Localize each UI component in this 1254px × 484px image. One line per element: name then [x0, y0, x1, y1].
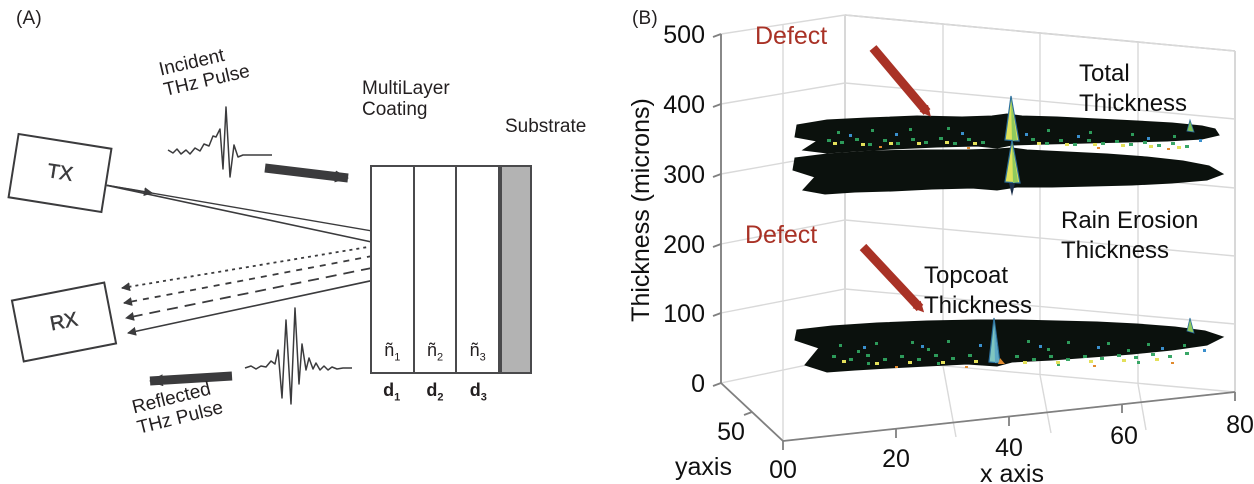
surface-total-thickness	[794, 95, 1220, 154]
rain-erosion-line1: Rain Erosion	[1061, 207, 1198, 234]
refractive-index-3: ñ3	[469, 340, 486, 364]
z-axis-title: Thickness (microns)	[627, 98, 655, 322]
z-tick-200: 200	[663, 231, 705, 259]
surface-topcoat-thickness	[794, 317, 1225, 373]
receiver-box: RX	[10, 281, 118, 363]
z-tick-100: 100	[663, 300, 705, 328]
transmitter-box: TX	[7, 132, 113, 214]
layer-thickness-labels: d1 d2 d3	[370, 380, 500, 404]
panel-b-letter: (B)	[632, 8, 658, 29]
z-axis: 500 400 300 200 100 0 Thickness (microns…	[627, 21, 722, 398]
substrate-block	[500, 165, 532, 374]
topcoat-line2: Thickness	[924, 292, 1032, 319]
defect-label-bottom: Defect	[745, 221, 817, 249]
receiver-label: RX	[48, 308, 80, 335]
x-axis-title: x axis	[980, 460, 1044, 484]
topcoat-line1: Topcoat	[924, 262, 1008, 289]
reflected-waveform	[244, 307, 352, 405]
total-thickness-line1: Total	[1079, 60, 1130, 87]
coating-layer-1: ñ1	[372, 167, 415, 372]
z-tick-0: 0	[691, 370, 705, 398]
coating-layer-3: ñ3	[457, 167, 498, 372]
defect-label-top: Defect	[755, 22, 827, 50]
y-axis-title: yaxis	[675, 453, 732, 481]
surface-label-rain-erosion-thickness: Rain Erosion Thickness	[1061, 207, 1198, 264]
x-tick-20: 20	[882, 445, 910, 473]
x-tick-60: 60	[1110, 422, 1138, 450]
incident-block-arrow	[264, 163, 349, 183]
refractive-index-1: ñ1	[384, 340, 401, 364]
defect-annotation-bottom: Defect	[745, 221, 925, 313]
thickness-label-1: d1	[383, 380, 401, 404]
z-tick-300: 300	[663, 161, 705, 189]
thickness-3d-plot: 500 400 300 200 100 0 Thickness (microns…	[627, 14, 1254, 484]
refractive-index-2: ñ2	[426, 340, 444, 364]
panel-a-vector-layer	[104, 106, 501, 405]
multilayer-coating-label-line1: MultiLayer	[362, 78, 450, 99]
rain-erosion-line2: Thickness	[1061, 237, 1169, 264]
total-thickness-line2: Thickness	[1079, 90, 1187, 117]
panel-b-surface-plot: (B)	[627, 0, 1254, 484]
incident-waveform	[167, 106, 272, 178]
multilayer-coating-label: MultiLayer Coating	[362, 78, 450, 121]
reflected-block-arrow	[149, 371, 233, 387]
z-tick-400: 400	[663, 91, 705, 119]
x-tick-0: 00	[769, 456, 797, 484]
panel-a-letter: (A)	[16, 8, 42, 29]
y-axis: 50 yaxis	[675, 411, 753, 481]
defect-annotation-top: Defect	[755, 22, 931, 117]
substrate-label: Substrate	[505, 116, 587, 137]
thickness-label-2: d2	[426, 380, 444, 404]
surface-rain-erosion-thickness	[792, 139, 1225, 196]
coating-layer-stack: ñ1 ñ2 ñ3	[370, 165, 500, 374]
transmitter-label: TX	[45, 159, 75, 186]
x-tick-80: 80	[1226, 411, 1254, 439]
panel-a-schematic: (A)	[7, 8, 587, 439]
incident-pulse-label: Incident THz Pulse	[157, 40, 252, 101]
incident-ray	[104, 184, 382, 245]
x-axis: 00 20 40 60 80 x axis	[769, 392, 1254, 484]
surface-label-total-thickness: Total Thickness	[1079, 60, 1187, 117]
coating-layer-2: ñ2	[415, 167, 458, 372]
multilayer-coating-label-line2: Coating	[362, 99, 428, 121]
y-tick-50: 50	[717, 418, 745, 446]
z-tick-500: 500	[663, 21, 705, 49]
x-tick-40: 40	[995, 434, 1023, 462]
thickness-label-3: d3	[469, 380, 487, 404]
surface-label-topcoat-thickness: Topcoat Thickness	[924, 262, 1032, 319]
reflected-pulse-label: Reflected THz Pulse	[130, 377, 225, 439]
